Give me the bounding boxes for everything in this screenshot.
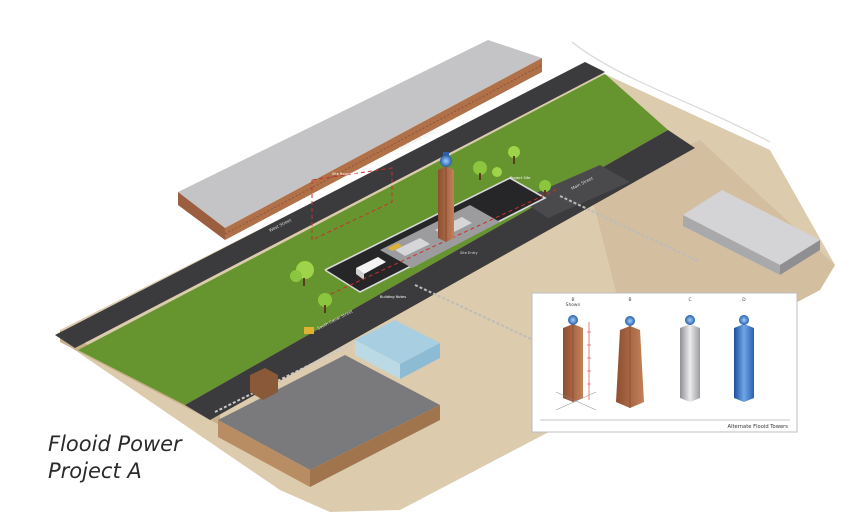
tower-letter: B <box>628 297 631 303</box>
project-title-line-2: Project A <box>48 459 142 483</box>
tower-letter: C <box>688 297 691 303</box>
tree-icon <box>539 180 551 196</box>
service-truck <box>356 257 386 274</box>
tower-c-steel <box>680 324 700 402</box>
side-road <box>520 165 630 218</box>
tree-icon <box>290 261 314 286</box>
tower-letter: B <box>571 297 574 303</box>
grass-field <box>78 74 668 405</box>
gatehouse <box>250 368 278 400</box>
south-building-front <box>218 420 310 487</box>
north-warehouse-brick <box>225 58 542 240</box>
inset-caption: Alternate Flooid Towers <box>728 424 789 430</box>
south-building-roof <box>218 355 440 470</box>
north-warehouse-roof <box>178 40 542 228</box>
tower-letter: D <box>742 297 746 303</box>
tree-icon <box>318 293 332 313</box>
glass-pool-front <box>355 340 400 379</box>
south-building-side <box>310 405 440 487</box>
tree-icon <box>473 161 487 180</box>
fence-south <box>414 284 556 351</box>
tower-sublabel: Shown <box>566 302 581 308</box>
boundary-curve <box>571 41 771 143</box>
equipment-row-1 <box>395 238 430 256</box>
project-title-line-1: Flooid Power <box>48 432 182 456</box>
tower-cap-icon <box>568 315 578 325</box>
yellow-vehicle <box>304 327 314 334</box>
tower-cap-icon <box>625 316 635 326</box>
alternate-towers-inset: Alternate Flooid Towers B Shown B C D <box>531 292 798 433</box>
fence-east <box>559 195 701 263</box>
callout-site: Project Site <box>510 176 531 180</box>
equipment-yellow <box>388 243 402 251</box>
callout-notes: Building Notes <box>380 295 406 299</box>
callout-boundary: Site Boundary <box>332 172 358 176</box>
north-warehouse-wall <box>178 192 225 240</box>
east-warehouse-end <box>780 240 820 275</box>
glass-pool-top <box>355 320 440 364</box>
tower-d-glass <box>734 324 754 402</box>
tree-icon <box>508 146 520 164</box>
glass-pool-side <box>400 343 440 379</box>
tower-cap-icon <box>440 155 452 167</box>
site-boundary-line <box>311 167 393 241</box>
callout-entry: Site Entry <box>460 251 478 255</box>
east-warehouse-roof <box>683 190 820 265</box>
north-canal-road <box>55 62 605 348</box>
tower-cap-icon <box>685 315 695 325</box>
tree-icon <box>492 167 502 177</box>
east-warehouse-wall <box>683 215 780 275</box>
tower-cap-icon <box>739 315 749 325</box>
